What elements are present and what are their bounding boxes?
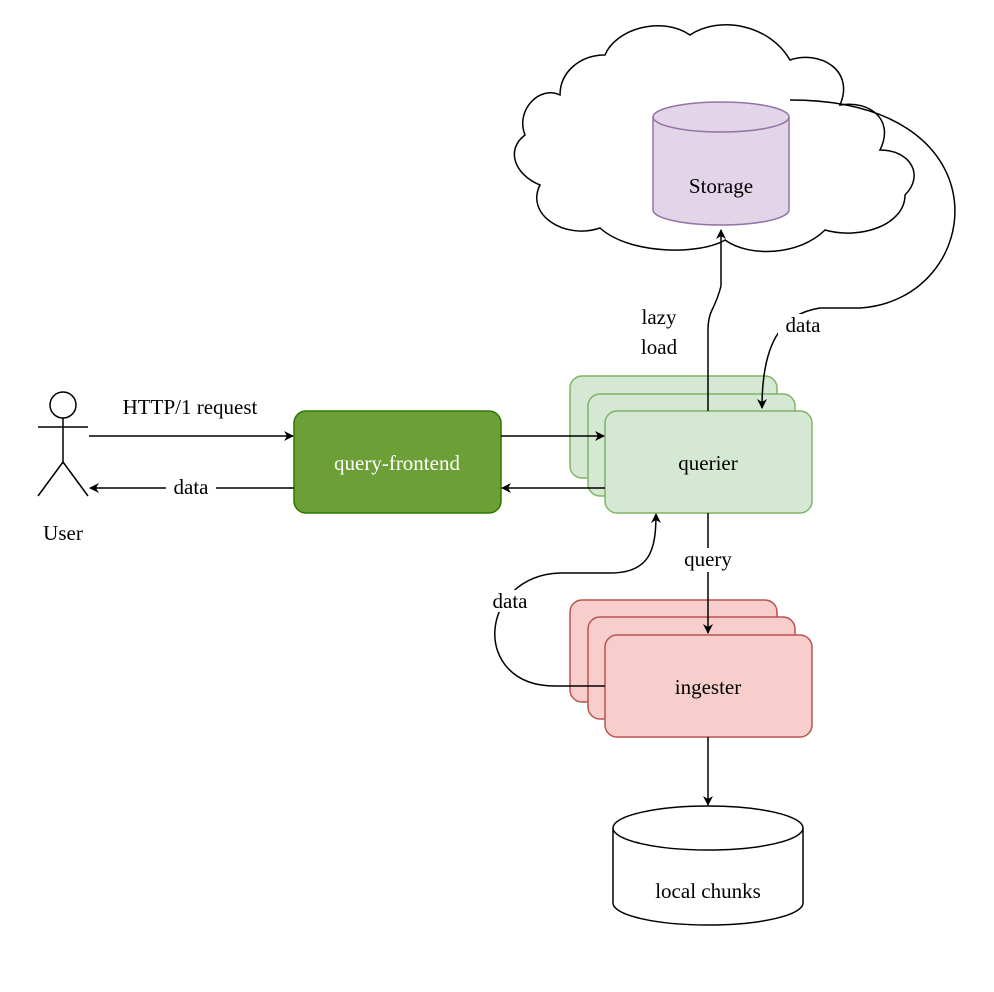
querier-node: querier (569, 375, 813, 514)
edge-storage-to-querier (757, 99, 956, 409)
http-request-label: HTTP/1 request (123, 395, 258, 419)
user-label: User (43, 521, 83, 545)
storage-data-label: data (786, 313, 822, 337)
local-chunks-node: local chunks (612, 805, 804, 926)
local-chunks-label: local chunks (655, 879, 761, 903)
storage-label: Storage (689, 174, 753, 198)
lazy-load-label-line2: load (641, 335, 678, 359)
storage-node: Storage (652, 101, 790, 226)
data-to-user-label: data (174, 475, 210, 499)
ingester-data-label: data (493, 589, 529, 613)
lazy-load-label-line1: lazy (642, 305, 677, 329)
querier-label: querier (678, 451, 737, 475)
user-actor (37, 391, 89, 497)
edge-ingester-to-querier (494, 513, 661, 687)
query-frontend-label: query-frontend (334, 451, 460, 475)
ingester-label: ingester (675, 675, 741, 699)
edge-querier-to-storage (707, 229, 726, 411)
ingester-node: ingester (569, 599, 813, 738)
query-label: query (684, 547, 732, 571)
query-frontend-node: query-frontend (293, 410, 502, 514)
